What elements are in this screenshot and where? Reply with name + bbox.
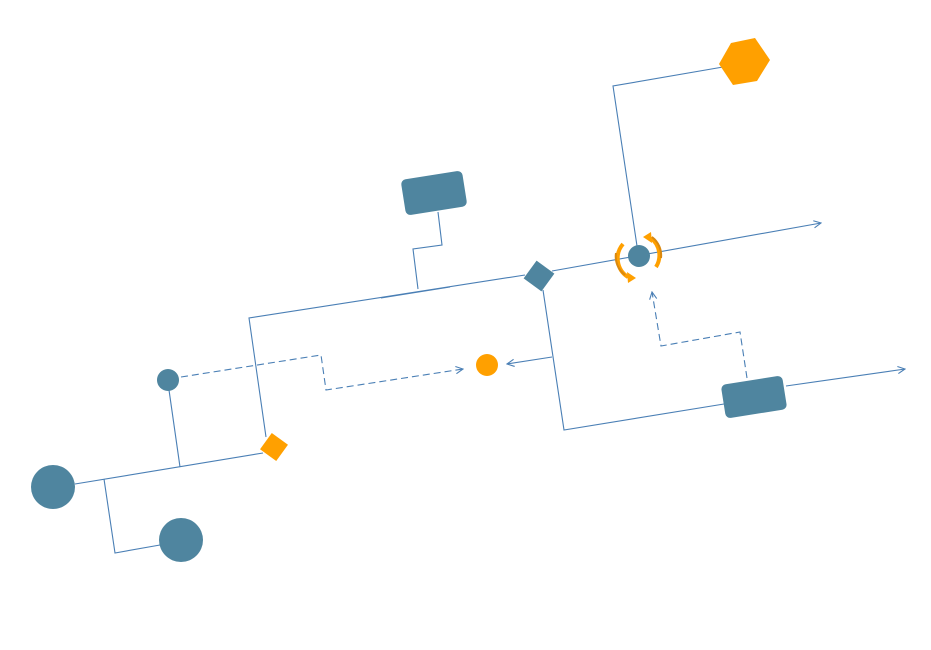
node-small-circle[interactable]: [157, 369, 179, 391]
node-start-circle[interactable]: [31, 465, 75, 509]
edge-upper-main: [551, 223, 821, 272]
node-top-rectangle[interactable]: [401, 170, 468, 215]
node-right-rectangle[interactable]: [721, 375, 788, 418]
loop-arrowhead-icon: [643, 232, 652, 243]
node-gear-core: [628, 245, 650, 267]
edge-hexagon-to-gear: [612, 66, 724, 247]
node-layer: [31, 38, 787, 562]
edge-dashed-small-circle-to-orange-dot: [180, 354, 463, 391]
edge-layer: [74, 66, 905, 554]
node-bottom-circle[interactable]: [159, 518, 203, 562]
loop-arc-shade: [614, 252, 626, 276]
loop-arc-shade: [651, 236, 663, 259]
node-gear-loop[interactable]: [614, 232, 663, 283]
node-orange-diamond[interactable]: [260, 433, 288, 461]
loop-arrow-icon: [649, 236, 662, 269]
node-hexagon[interactable]: [719, 38, 770, 85]
edge-upper-overlap: [380, 286, 451, 299]
edge-branch-to-orange-dot: [507, 356, 553, 364]
node-orange-dot[interactable]: [476, 354, 498, 376]
edge-diamond-down-branch: [542, 289, 725, 431]
edge-top-rect-connector: [412, 211, 443, 290]
edge-lower-main: [74, 452, 264, 485]
edge-right-rect-out: [785, 369, 905, 387]
edge-dashed-rect-to-gear: [652, 292, 748, 379]
node-blue-diamond[interactable]: [523, 260, 555, 292]
edge-small-circle-to-lower-line: [168, 389, 181, 468]
loop-arrowhead-icon: [627, 272, 636, 283]
edge-branch-bottom-circle: [103, 478, 161, 554]
